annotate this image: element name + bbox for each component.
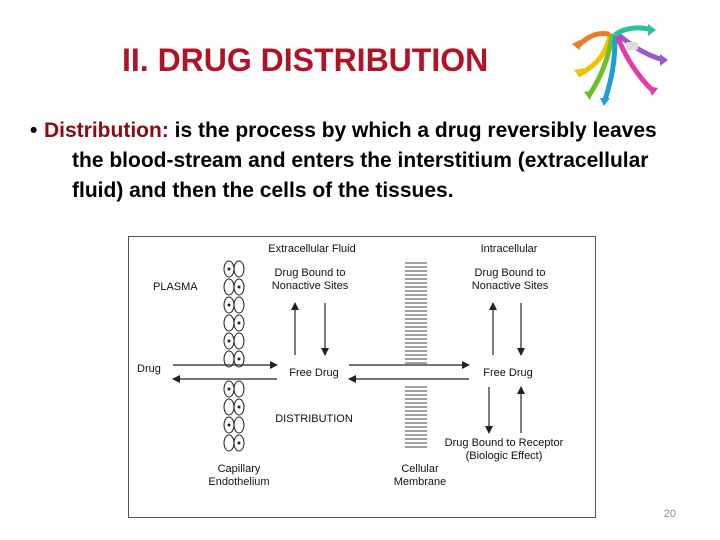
colorful-arrows-logo-icon (560, 16, 670, 106)
label-intracellular: Intracellular (469, 243, 549, 256)
label-bound-receptor: Drug Bound to Receptor (Biologic Effect) (429, 437, 579, 463)
label-bound-nonactive-right: Drug Bound to Nonactive Sites (455, 267, 565, 293)
label-extracellular-fluid: Extracellular Fluid (257, 243, 367, 256)
cellular-membrane-bar (405, 263, 427, 447)
bullet-term: Distribution: (44, 119, 169, 142)
bullet-symbol: • (30, 116, 37, 146)
label-free-drug-left: Free Drug (279, 367, 349, 380)
label-cellular-membrane: Cellular Membrane (385, 463, 455, 489)
label-drug: Drug (137, 363, 177, 376)
bullet-text: Distribution: is the process by which a … (72, 116, 684, 206)
label-plasma: PLASMA (153, 281, 213, 294)
label-distribution: DISTRIBUTION (259, 413, 369, 426)
bullet-item: • Distribution: is the process by which … (44, 116, 684, 206)
page-number: 20 (664, 508, 676, 520)
label-capillary-endothelium: Capillary Endothelium (199, 463, 279, 489)
capillary-endothelium-cells (224, 261, 244, 451)
label-free-drug-right: Free Drug (473, 367, 543, 380)
drug-distribution-diagram: Extracellular Fluid Intracellular PLASMA… (128, 236, 596, 518)
label-bound-nonactive-left: Drug Bound to Nonactive Sites (255, 267, 365, 293)
slide-title: II. DRUG DISTRIBUTION (122, 38, 558, 88)
